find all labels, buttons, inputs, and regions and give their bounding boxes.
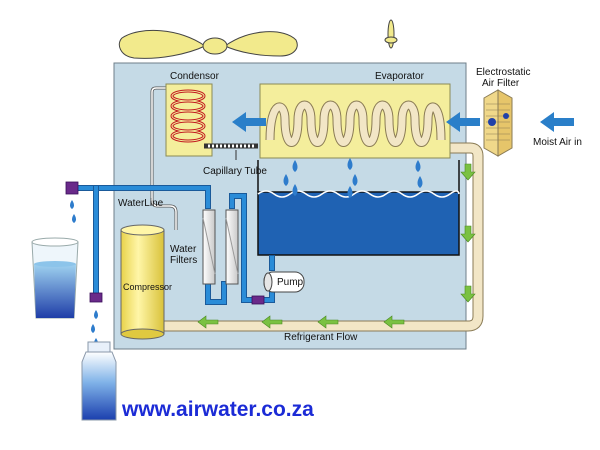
evaporator-label: Evaporator — [375, 71, 424, 82]
pump-label: Pump — [277, 277, 304, 288]
electrostatic-filter-label-2: Air Filter — [482, 78, 520, 89]
evaporator-coil — [265, 100, 446, 147]
water-filters-label-1: Water — [170, 244, 197, 255]
electrostatic-filter-label-1: Electrostatic — [476, 67, 531, 78]
fan-icon — [118, 29, 298, 59]
collection-tank — [257, 160, 460, 256]
refrigerant-flow-label: Refrigerant Flow — [284, 332, 358, 343]
flow-arrow-evap-left — [232, 112, 266, 132]
electrostatic-filter-icon — [483, 89, 513, 157]
water-filters — [202, 209, 239, 285]
refrigerant-loop — [159, 142, 484, 332]
moist-air-label: Moist Air in — [533, 137, 582, 148]
condensor-label: Condensor — [170, 71, 219, 82]
flow-arrow-moist-air — [540, 112, 574, 132]
bottle-icon — [81, 341, 117, 421]
refrigerant-flow-arrows — [197, 163, 476, 329]
water-line-label: WaterLine — [118, 198, 164, 209]
glass-icon — [31, 237, 79, 319]
capillary-tube — [204, 143, 258, 160]
airflow-arrows — [232, 112, 574, 132]
water-drop-icon — [283, 158, 423, 198]
capillary-tube-label: Capillary Tube — [203, 166, 267, 177]
valve-icon — [65, 181, 265, 305]
water-line — [69, 185, 275, 305]
small-fan-icon — [384, 19, 398, 49]
website-link[interactable]: www.airwater.co.za — [122, 398, 314, 421]
flow-arrow-evap-right — [446, 112, 480, 132]
compressor-label: Compressor — [123, 282, 173, 292]
compressor — [120, 224, 165, 340]
water-filters-label-2: Filters — [170, 255, 198, 266]
pump — [263, 271, 305, 293]
